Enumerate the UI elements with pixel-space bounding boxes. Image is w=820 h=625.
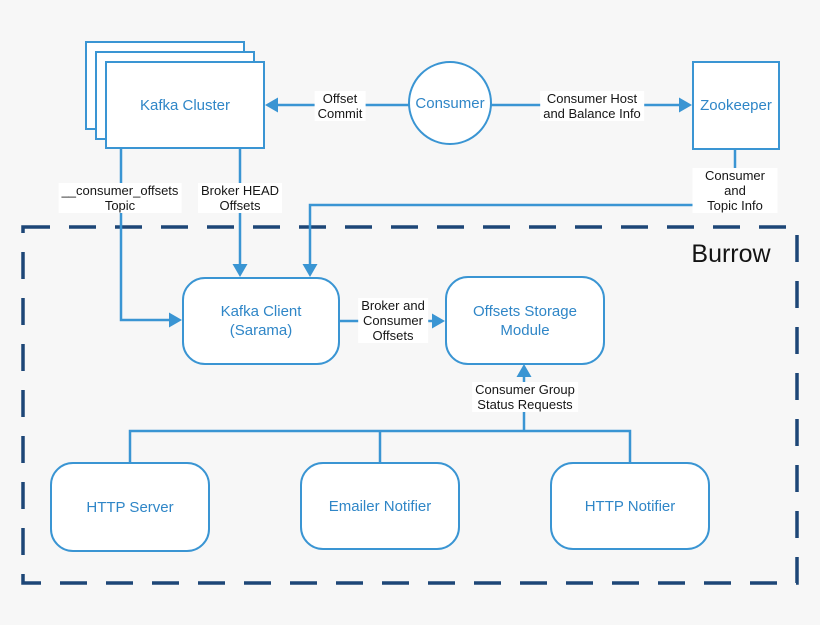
arrowhead-into-kafka-client-left [169,312,182,328]
node-emailer-notifier: Emailer Notifier [300,462,460,550]
node-zookeeper: Zookeeper [692,61,780,150]
edge-consumer-topic-info [308,150,737,265]
edge-label-consumer-topic-info: Consumer and Topic Info [692,168,778,213]
emailer-notifier-label: Emailer Notifier [328,497,432,515]
arrowhead-into-offsets-storage-bottom [516,364,532,377]
arrowhead-into-kafka-client-top2 [302,264,318,277]
kafka-client-label: Kafka Client (Sarama) [220,303,302,339]
kafka-cluster-label: Kafka Cluster [139,96,231,114]
arrowhead-into-kafka-cluster [265,97,278,113]
node-http-notifier: HTTP Notifier [550,462,710,550]
consumer-label: Consumer [415,94,485,112]
arrowhead-into-kafka-client-top1 [232,264,248,277]
edge-label-consumer-group-status: Consumer Group Status Requests [472,382,578,412]
edge-label-consumer-offsets-topic: __consumer_offsets Topic [58,183,182,213]
http-server-label: HTTP Server [86,498,174,516]
node-offsets-storage: Offsets Storage Module [445,276,605,365]
burrow-title: Burrow [691,240,771,268]
edge-label-consumer-host-balance: Consumer Host and Balance Info [540,91,644,121]
arrowhead-into-offsets-storage [432,313,445,329]
edge-label-broker-consumer-offsets: Broker and Consumer Offsets [358,298,428,343]
offsets-storage-label: Offsets Storage Module [473,302,577,339]
node-kafka-cluster: Kafka Cluster [105,61,265,149]
node-consumer: Consumer [408,61,492,145]
http-notifier-label: HTTP Notifier [584,497,676,515]
edge-consumer-offsets-topic [119,149,169,322]
node-kafka-client: Kafka Client (Sarama) [182,277,340,365]
zookeeper-label: Zookeeper [700,97,772,114]
edge-label-broker-head-offsets: Broker HEAD Offsets [197,183,283,213]
node-http-server: HTTP Server [50,462,210,552]
edge-label-offset-commit: Offset Commit [314,91,366,121]
arrowhead-into-zookeeper [679,97,692,113]
burrow-dashed-boundary [21,225,799,585]
edge-worker-bus [128,429,632,462]
